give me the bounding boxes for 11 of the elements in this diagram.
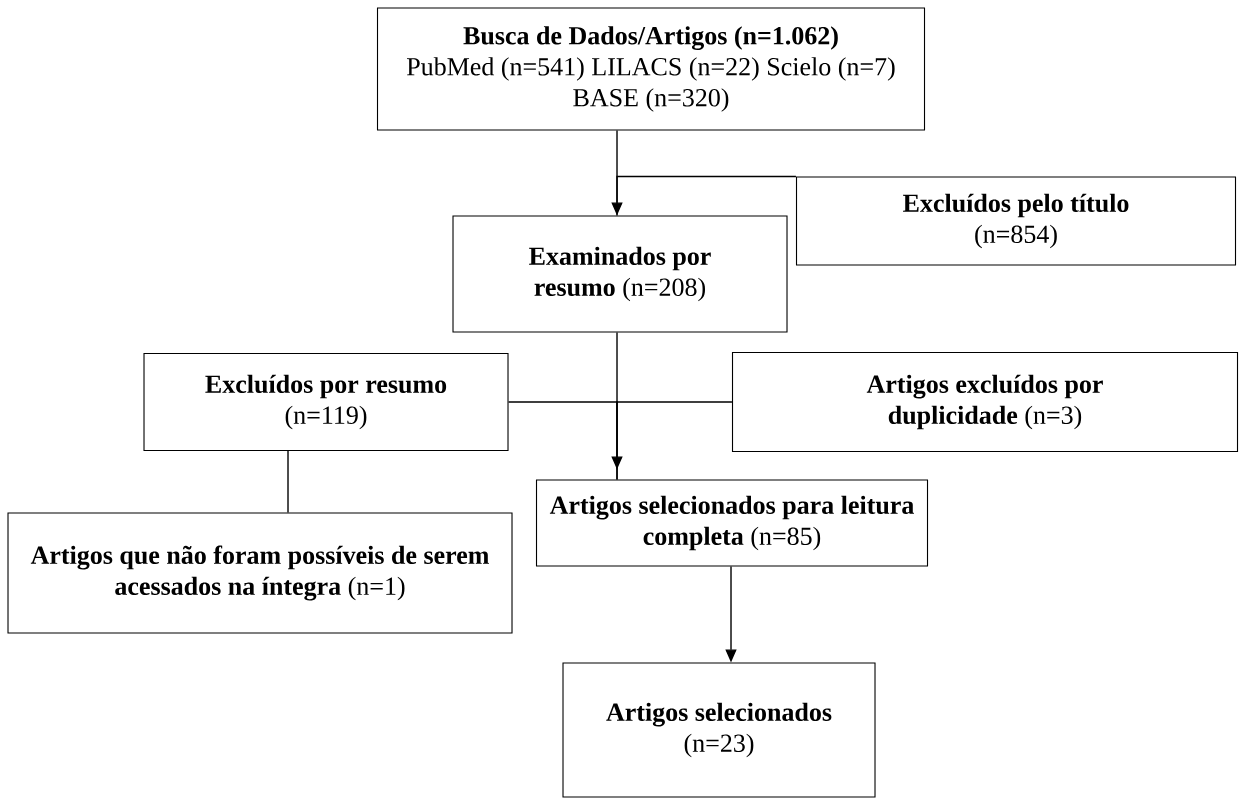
process-box: Excluídos por resumo (n=119)	[143, 352, 509, 452]
process-box: Artigos que não foram possíveis de serem acessados na íntegra (n=1)	[7, 512, 513, 634]
process-box: Excluídos pelo título (n=854)	[795, 176, 1237, 266]
process-box: Artigos excluídos por duplicidade (n=3)	[731, 351, 1239, 453]
connector	[616, 175, 797, 217]
process-box: Busca de Dados/Artigos (n=1.062) PubMed (n=541) LILACS (n=22) Scielo (n=7) BASE (n=320)	[376, 7, 926, 131]
process-box: Artigos selecionados para leitura completa (n=85)	[535, 479, 929, 567]
process-box: Artigos selecionados (n=23)	[562, 662, 876, 798]
connector	[287, 450, 289, 514]
process-box: Examinados por resumo (n=208)	[452, 215, 788, 333]
connector	[616, 401, 733, 481]
